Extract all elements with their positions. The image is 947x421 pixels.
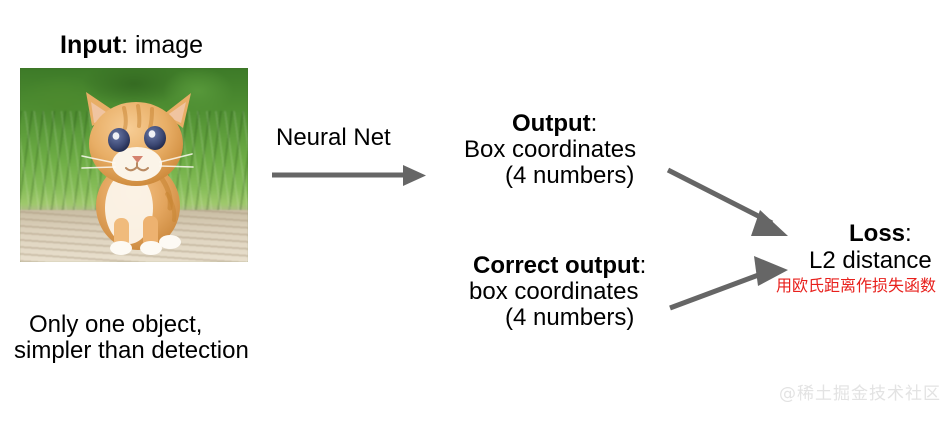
loss-title-colon: : <box>905 220 912 247</box>
input-caption-line-1: Only one object, <box>29 311 203 338</box>
input-label-bold: Input <box>60 31 122 59</box>
output-line-1: Box coordinates <box>464 136 637 163</box>
loss-annotation-chinese: 用欧氏距离作损失函数 <box>776 276 937 295</box>
output-title: Output: <box>512 110 597 138</box>
kitten-illustration <box>81 92 194 255</box>
arrow-input-to-output-icon <box>272 165 426 186</box>
correct-output-line-1: box coordinates <box>469 278 639 305</box>
watermark: @稀土掘金技术社区 <box>779 384 941 404</box>
neural-net-label: Neural Net <box>276 124 391 151</box>
input-image <box>20 68 248 262</box>
input-label: Input: image <box>60 31 203 60</box>
correct-output-title: Correct output: <box>473 252 646 280</box>
loss-line-1: L2 distance <box>809 247 932 274</box>
output-line-2: (4 numbers) <box>505 162 635 189</box>
input-label-rest: : image <box>121 31 204 59</box>
correct-output-line-2: (4 numbers) <box>505 304 635 331</box>
loss-title-bold: Loss <box>849 220 906 247</box>
output-title-bold: Output <box>512 110 591 137</box>
correct-output-title-colon: : <box>639 252 647 279</box>
output-title-colon: : <box>590 110 598 137</box>
arrow-output-to-loss-icon <box>666 167 788 236</box>
input-caption-line-2: simpler than detection <box>14 337 249 364</box>
correct-output-title-bold: Correct output <box>473 252 640 279</box>
loss-title: Loss: <box>849 220 912 248</box>
arrow-correct-output-to-loss-icon <box>669 256 788 311</box>
